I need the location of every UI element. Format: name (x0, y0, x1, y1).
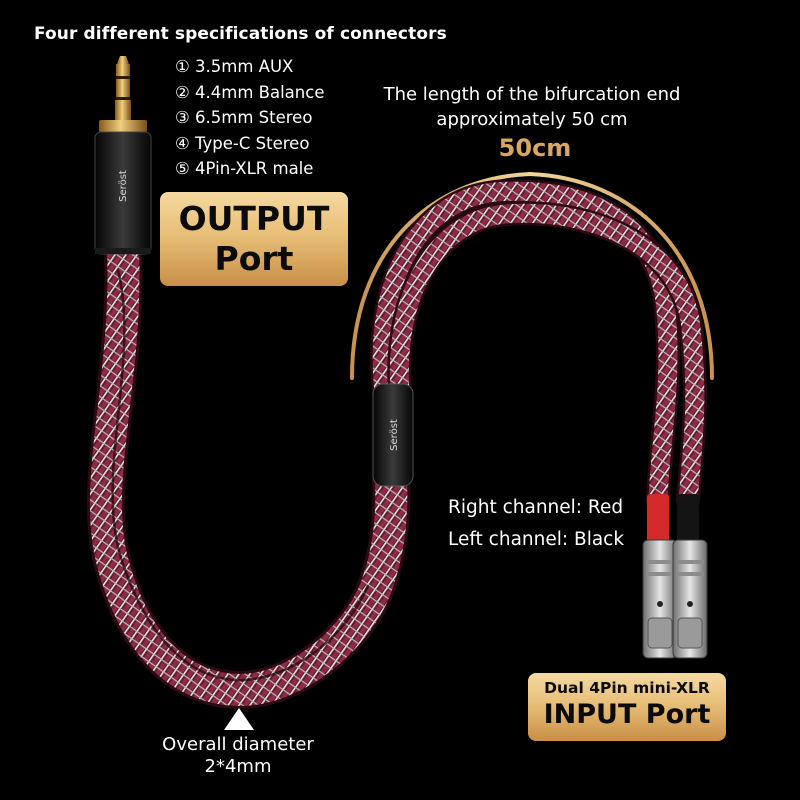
input-badge-line-2: INPUT Port (543, 699, 711, 730)
connector-spec-list: ① 3.5mm AUX ② 4.4mm Balance ③ 6.5mm Ster… (175, 54, 324, 182)
y-splitter (372, 383, 414, 487)
spec-item-aux: ① 3.5mm AUX (175, 57, 294, 76)
mini-xlr-connector-left (642, 539, 678, 659)
spec-item-stereo-6-5: ③ 6.5mm Stereo (175, 108, 313, 127)
input-badge-line-1: Dual 4Pin mini-XLR (544, 679, 710, 697)
diameter-label: Overall diameter 2*4mm (140, 734, 336, 778)
right-channel-label: Right channel: Red (448, 497, 624, 518)
bifurcation-note: The length of the bifurcation end approx… (352, 82, 712, 132)
output-port-badge: OUTPUT Port (160, 192, 348, 286)
spec-item-balance: ② 4.4mm Balance (175, 82, 325, 102)
spec-item-xlr: ⑤ 4Pin-XLR male (175, 159, 314, 178)
right-channel-sleeve (647, 494, 669, 546)
bifurcation-length-value: 50cm (498, 134, 572, 162)
diameter-line-1: Overall diameter (162, 734, 314, 755)
left-channel-sleeve (677, 494, 699, 546)
length-arc (350, 171, 714, 380)
plug-brand: Seröst (118, 170, 129, 202)
output-badge-line-1: OUTPUT (178, 199, 330, 238)
diameter-line-2: 2*4mm (204, 756, 272, 777)
main-cable-twist-line (111, 269, 370, 682)
branch-cable-right-braid (389, 203, 705, 510)
spec-heading: Four different specifications of connect… (34, 24, 447, 44)
main-cable-braid (89, 234, 408, 707)
bifurcation-line-1: The length of the bifurcation end (383, 84, 681, 105)
diameter-pointer-icon (224, 708, 254, 730)
branch-cable-left-braid (372, 181, 678, 510)
input-port-badge: Dual 4Pin mini-XLR INPUT Port (528, 673, 726, 741)
bifurcation-line-2: approximately 50 cm (436, 109, 628, 130)
spec-item-type-c: ④ Type-C Stereo (175, 133, 310, 153)
splitter-brand: Seröst (389, 419, 400, 451)
mini-xlr-connector-right (672, 539, 708, 659)
left-channel-label: Left channel: Black (448, 529, 625, 550)
output-badge-line-2: Port (214, 239, 294, 278)
aux-plug (94, 56, 152, 255)
